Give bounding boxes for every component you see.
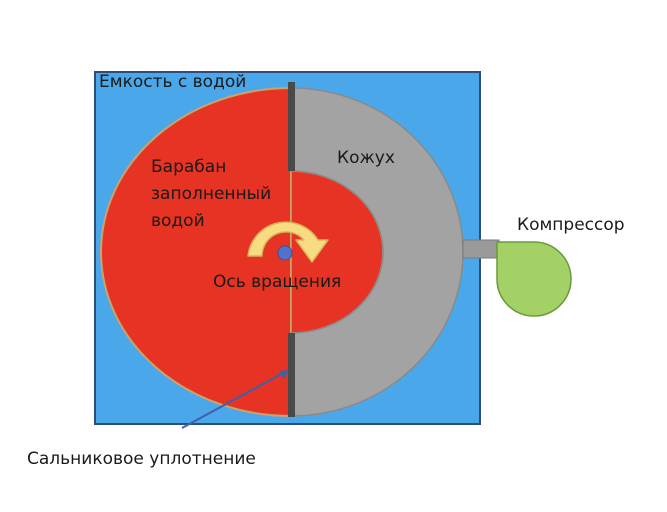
seal-label: Сальниковое уплотнение bbox=[27, 449, 256, 469]
rotation-arrow-icon bbox=[247, 221, 329, 263]
casing bbox=[290, 87, 464, 417]
rotation-axis-dot bbox=[277, 245, 293, 261]
seal-plate-bottom bbox=[288, 333, 295, 417]
casing-label: Кожух bbox=[337, 148, 395, 168]
drum bbox=[100, 86, 384, 418]
drum-label-line3: водой bbox=[151, 211, 205, 231]
seal-leader-arrow bbox=[181, 370, 289, 429]
compressor-pipe bbox=[462, 239, 500, 259]
drum-outer-half bbox=[100, 86, 292, 418]
tank-label: Емкость с водой bbox=[99, 72, 246, 92]
drum-label-line2: заполненный bbox=[151, 184, 271, 204]
compressor-label: Компрессор bbox=[517, 215, 625, 235]
seal-plate-top bbox=[288, 82, 295, 171]
compressor-body bbox=[496, 241, 572, 317]
axis-label: Ось вращения bbox=[213, 272, 341, 292]
drum-label-line1: Барабан bbox=[151, 157, 226, 177]
